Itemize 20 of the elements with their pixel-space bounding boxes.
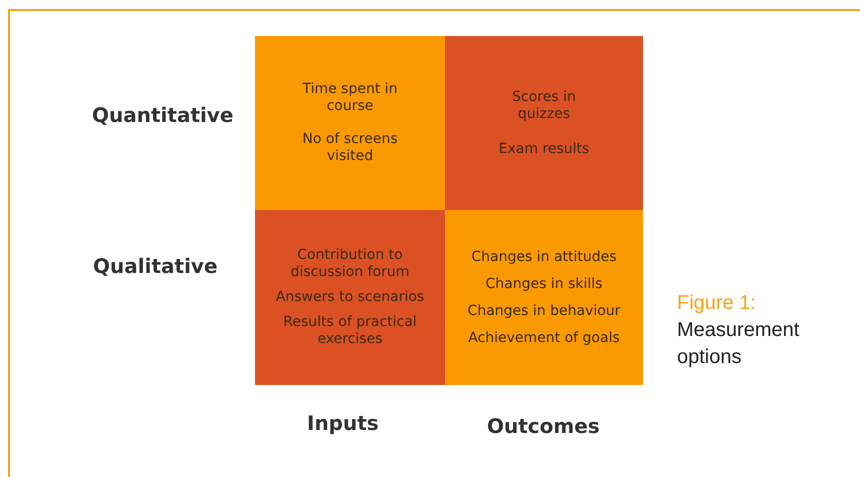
cell-text: Achievement of goals — [468, 330, 620, 346]
cell-text: Contribution to discussion forum — [290, 247, 410, 281]
cell-text: Results of practical exercises — [282, 314, 418, 348]
cell-text: Time spent in course — [301, 81, 399, 115]
matrix-cell — [255, 210, 445, 385]
figure-caption: Figure 1: Measurement options — [677, 291, 800, 370]
cell-text: Changes in attitudes — [471, 248, 617, 266]
matrix-cell — [445, 210, 643, 385]
column-label: Inputs — [307, 411, 379, 435]
matrix-cell — [255, 36, 445, 210]
cell-text: Scores in quizzes — [511, 88, 577, 122]
cell-text: Changes in behaviour — [468, 302, 620, 320]
cell-text: No of screens visited — [301, 131, 399, 165]
cell-text: Answers to scenarios — [276, 289, 424, 306]
matrix-cell — [445, 36, 643, 210]
cell-text: Exam results — [498, 140, 590, 158]
cell-text: Changes in skills — [486, 276, 602, 292]
row-label: Qualitative — [93, 254, 218, 278]
column-label: Outcomes — [487, 414, 600, 438]
row-label: Quantitative — [92, 103, 234, 127]
